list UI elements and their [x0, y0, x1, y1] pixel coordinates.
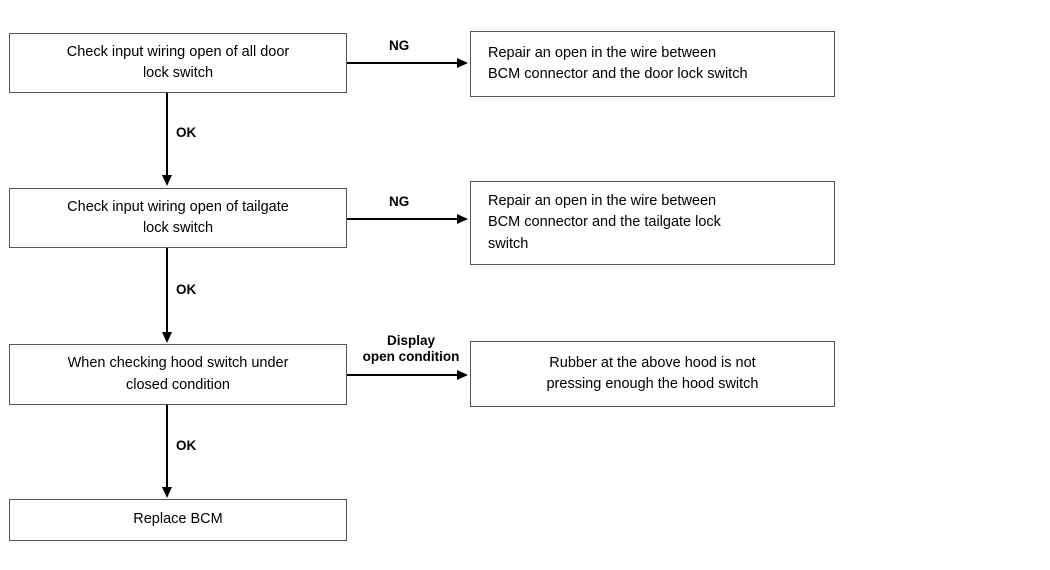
- node-check-hood-switch-closed: When checking hood switch under closed c…: [9, 344, 347, 405]
- node-check-door-lock-switch-text: Check input wiring open of all door lock…: [66, 43, 290, 81]
- node-check-tailgate-lock-switch-text: Check input wiring open of tailgate lock…: [67, 198, 289, 236]
- node-check-door-lock-switch: Check input wiring open of all door lock…: [9, 33, 347, 93]
- node-rubber-hood-not-pressing-text: Rubber at the above hood is not pressing…: [546, 354, 759, 392]
- node-check-hood-switch-closed-text: When checking hood switch under closed c…: [67, 355, 289, 393]
- node-repair-door-lock-wire: Repair an open in the wire between BCM c…: [470, 31, 835, 97]
- connector-ng-1-arrowhead: [457, 57, 468, 68]
- connector-display-open-arrowhead: [457, 369, 468, 380]
- connector-ok-2-arrowhead: [161, 332, 172, 343]
- node-replace-bcm: Replace BCM: [9, 499, 347, 541]
- node-replace-bcm-text: Replace BCM: [133, 511, 223, 528]
- connector-ng-1-line: [347, 62, 459, 64]
- node-check-tailgate-lock-switch: Check input wiring open of tailgate lock…: [9, 188, 347, 248]
- node-rubber-hood-not-pressing: Rubber at the above hood is not pressing…: [470, 341, 835, 407]
- connector-ng-2-arrowhead: [457, 213, 468, 224]
- node-repair-tailgate-lock-wire: Repair an open in the wire between BCM c…: [470, 181, 835, 265]
- node-repair-door-lock-wire-text: Repair an open in the wire between BCM c…: [488, 44, 748, 82]
- connector-ok-2-line: [166, 248, 168, 333]
- connector-ok-3-line: [166, 405, 168, 488]
- connector-display-open-line: [347, 374, 459, 376]
- connector-ng-2-line: [347, 218, 459, 220]
- edge-label-ng-1: NG: [389, 38, 410, 53]
- connector-ok-1-line: [166, 93, 168, 176]
- connector-ok-3-arrowhead: [161, 487, 172, 498]
- edge-label-ng-2: NG: [389, 194, 410, 209]
- edge-label-ok-2: OK: [176, 282, 197, 297]
- connector-ok-1-arrowhead: [161, 175, 172, 186]
- node-repair-tailgate-lock-wire-text: Repair an open in the wire between BCM c…: [488, 193, 721, 252]
- edge-label-ok-1: OK: [176, 125, 197, 140]
- edge-label-display-open-condition: Display open condition: [362, 333, 460, 364]
- edge-label-ok-3: OK: [176, 438, 197, 453]
